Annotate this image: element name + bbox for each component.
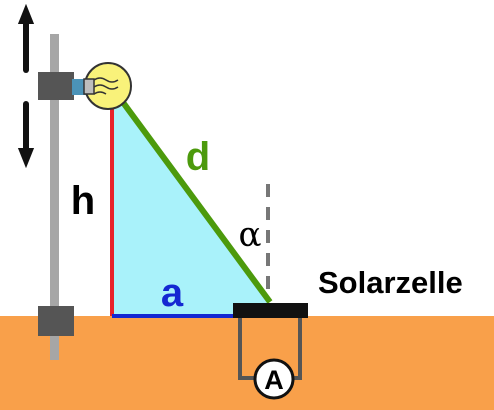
top-clamp [38, 72, 74, 100]
circuit-wire [238, 318, 256, 380]
ammeter-label: A [264, 365, 284, 395]
angle-label: α [239, 215, 262, 255]
distance-label: d [186, 135, 210, 179]
stand-pole [50, 34, 59, 360]
circuit-wire-right [294, 318, 302, 380]
clamp-connector [72, 79, 86, 95]
bottom-clamp [38, 306, 74, 336]
base-label: a [161, 271, 184, 315]
height-label: h [71, 179, 95, 223]
solar-cell-label: Solarzelle [318, 265, 463, 300]
light-bulb-icon [83, 62, 132, 110]
hypotenuse-line [105, 80, 273, 304]
ammeter-circle [253, 358, 295, 400]
ground [0, 316, 494, 410]
solar-cell-plate [233, 303, 308, 318]
